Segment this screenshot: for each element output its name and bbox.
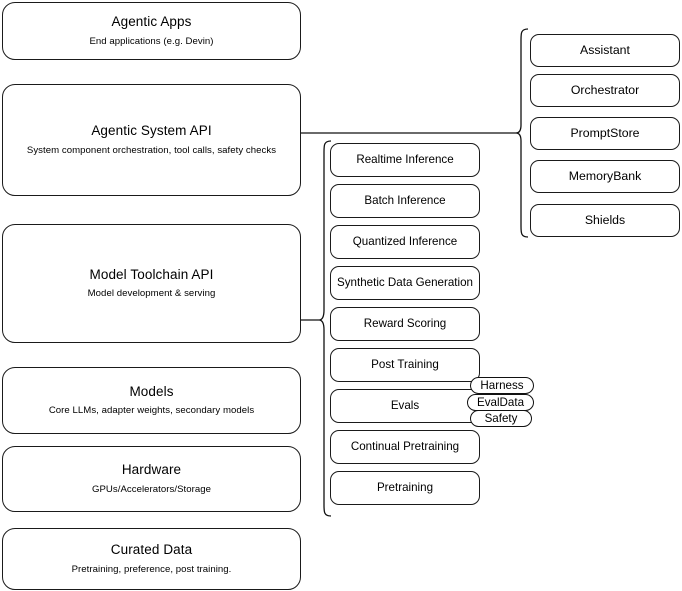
layer-subtitle: GPUs/Accelerators/Storage [91, 483, 212, 495]
layer-title: Curated Data [110, 542, 193, 558]
component-orchestrator[interactable]: Orchestrator [530, 74, 680, 107]
layer-title: Hardware [121, 462, 182, 478]
brace-system-components [515, 28, 529, 238]
component-label: Shields [584, 212, 626, 227]
layer-title: Agentic Apps [111, 14, 192, 30]
layer-curated-data[interactable]: Curated Data Pretraining, preference, po… [2, 528, 301, 590]
component-label: Evals [390, 398, 420, 412]
layer-title: Model Toolchain API [89, 266, 214, 282]
component-label: MemoryBank [568, 168, 642, 183]
component-label: Post Training [371, 357, 439, 371]
layer-hardware[interactable]: Hardware GPUs/Accelerators/Storage [2, 446, 301, 512]
pill-label: Safety [484, 412, 518, 425]
layer-subtitle: Pretraining, preference, post training. [71, 563, 232, 575]
layer-title: Models [129, 383, 174, 399]
component-label: Batch Inference [364, 193, 446, 207]
component-batch-inference[interactable]: Batch Inference [330, 184, 480, 218]
component-realtime-inference[interactable]: Realtime Inference [330, 143, 480, 177]
component-pretraining[interactable]: Pretraining [330, 471, 480, 505]
component-promptstore[interactable]: PromptStore [530, 117, 680, 150]
component-label: Synthetic Data Generation [337, 275, 473, 289]
layer-subtitle: Core LLMs, adapter weights, secondary mo… [48, 405, 255, 417]
pill-harness[interactable]: Harness [470, 377, 534, 394]
component-continual-pretraining[interactable]: Continual Pretraining [330, 430, 480, 464]
component-label: Assistant [580, 42, 630, 57]
component-label: Continual Pretraining [350, 439, 460, 453]
pill-label: Harness [480, 379, 524, 392]
component-reward-scoring[interactable]: Reward Scoring [330, 307, 480, 341]
component-label: PromptStore [570, 125, 640, 140]
layer-subtitle: End applications (e.g. Devin) [89, 35, 214, 47]
layer-title: Agentic System API [91, 123, 212, 139]
component-label: Realtime Inference [356, 152, 454, 166]
component-label: Reward Scoring [363, 316, 447, 330]
layer-models[interactable]: Models Core LLMs, adapter weights, secon… [2, 367, 301, 434]
component-label: Pretraining [376, 480, 434, 494]
pill-label: EvalData [476, 396, 525, 409]
layer-subtitle: Model development & serving [87, 288, 216, 300]
component-memorybank[interactable]: MemoryBank [530, 160, 680, 193]
pill-evaldata[interactable]: EvalData [467, 394, 534, 411]
pill-safety[interactable]: Safety [470, 410, 532, 427]
layer-model-toolchain-api[interactable]: Model Toolchain API Model development & … [2, 224, 301, 343]
component-label: Orchestrator [570, 82, 640, 97]
component-evals[interactable]: Evals [330, 389, 480, 423]
component-label: Quantized Inference [352, 234, 458, 248]
component-assistant[interactable]: Assistant [530, 34, 680, 67]
layer-agentic-system-api[interactable]: Agentic System API System component orch… [2, 84, 301, 196]
layer-subtitle: System component orchestration, tool cal… [26, 144, 277, 156]
component-quantized-inference[interactable]: Quantized Inference [330, 225, 480, 259]
layer-agentic-apps[interactable]: Agentic Apps End applications (e.g. Devi… [2, 2, 301, 60]
component-shields[interactable]: Shields [530, 204, 680, 237]
component-synthetic-data-generation[interactable]: Synthetic Data Generation [330, 266, 480, 300]
component-post-training[interactable]: Post Training [330, 348, 480, 382]
